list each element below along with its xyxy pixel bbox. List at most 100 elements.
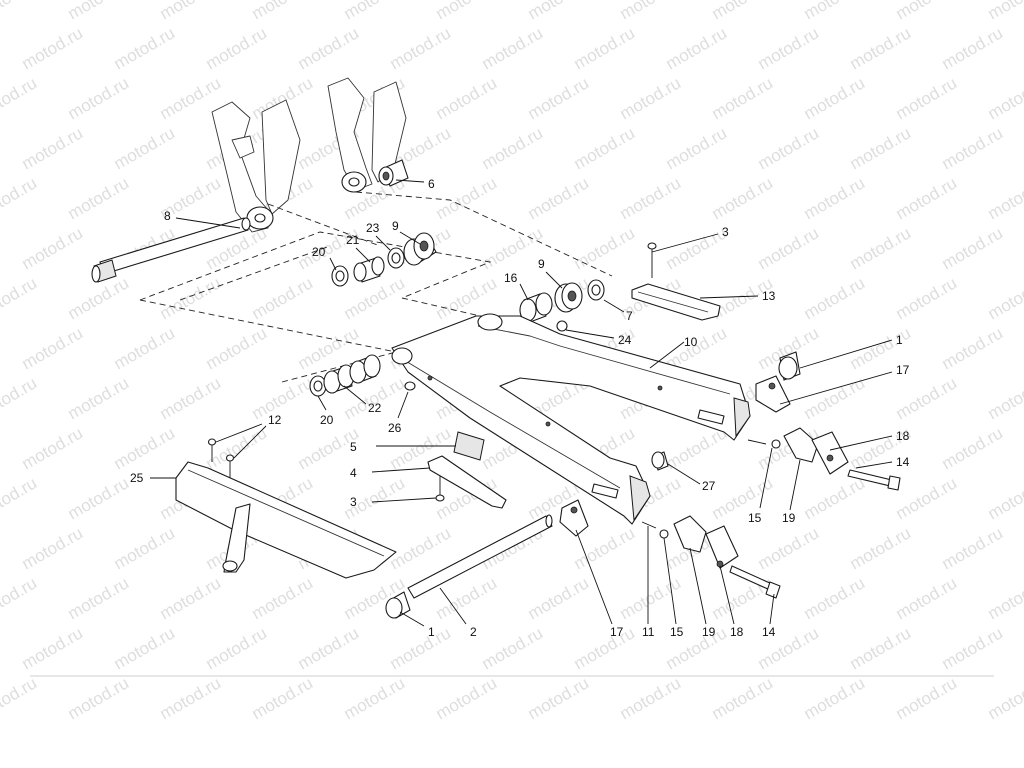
watermark-text: motod.ru xyxy=(341,273,409,323)
frame-bracket-right xyxy=(327,77,407,193)
sleeve-23 xyxy=(387,247,405,269)
watermark-text: motod.ru xyxy=(249,573,317,623)
watermark-text: motod.ru xyxy=(157,0,225,23)
plate-18-lower xyxy=(705,525,739,569)
watermark-text: motod.ru xyxy=(755,523,823,573)
watermark-text: motod.ru xyxy=(985,373,1024,423)
watermark-text: motod.ru xyxy=(0,173,40,223)
watermark-text: motod.ru xyxy=(0,73,40,123)
bracket-17-lower xyxy=(559,499,589,537)
watermark-text: motod.ru xyxy=(157,673,225,723)
watermark-text: motod.ru xyxy=(65,473,133,523)
bolt-14-upper xyxy=(847,469,901,491)
watermark-text: motod.ru xyxy=(893,673,961,723)
assembly-lines xyxy=(139,191,613,383)
watermark-text: motod.ru xyxy=(801,573,869,623)
callout-19-lower: 19 xyxy=(702,625,716,639)
watermark-text: motod.ru xyxy=(249,373,317,423)
watermark-text: motod.ru xyxy=(847,223,915,273)
watermark-text: motod.ru xyxy=(985,473,1024,523)
callout-14-lower: 14 xyxy=(762,625,776,639)
washer-15-lower xyxy=(659,529,669,539)
watermark-text: motod.ru xyxy=(433,73,501,123)
watermark-text: motod.ru xyxy=(157,573,225,623)
bushing-1-upper xyxy=(778,351,801,381)
callout-15-lower: 15 xyxy=(670,625,684,639)
bushing-1-lower xyxy=(385,591,411,619)
watermark-text: motod.ru xyxy=(709,473,777,523)
screws-12 xyxy=(207,438,235,478)
callout-17-lower: 17 xyxy=(610,625,624,639)
seal-7 xyxy=(587,279,605,301)
watermark-text: motod.ru xyxy=(65,573,133,623)
screw-3-lower xyxy=(435,476,445,502)
screw-3-upper xyxy=(647,242,657,278)
callout-12: 12 xyxy=(268,413,282,427)
callout-15-upper: 15 xyxy=(748,511,762,525)
watermark-text: motod.ru xyxy=(19,523,87,573)
watermark-text: motod.ru xyxy=(295,23,363,73)
watermark-text: motod.ru xyxy=(111,423,179,473)
watermark-text: motod.ru xyxy=(663,23,731,73)
watermark-text: motod.ru xyxy=(249,0,317,23)
adjuster-19-lower xyxy=(673,515,707,553)
watermark-text: motod.ru xyxy=(433,173,501,223)
callout-9-right: 9 xyxy=(538,257,545,271)
watermark-text: motod.ru xyxy=(203,323,271,373)
watermark-text: motod.ru xyxy=(65,173,133,223)
bearing-9-right xyxy=(554,282,583,313)
screw-11-lower xyxy=(641,521,657,529)
watermark-text: motod.ru xyxy=(0,273,40,323)
bracket-17-upper xyxy=(755,375,791,413)
watermark-text: motod.ru xyxy=(19,623,87,673)
watermark-text: motod.ru xyxy=(19,323,87,373)
watermark-text: motod.ru xyxy=(65,373,133,423)
callout-20-upper: 20 xyxy=(312,245,326,259)
watermark-text: motod.ru xyxy=(847,123,915,173)
callout-11: 11 xyxy=(642,625,655,639)
watermark-text: motod.ru xyxy=(65,673,133,723)
callout-3-upper: 3 xyxy=(722,225,729,239)
spacer-20-lower xyxy=(309,375,327,397)
watermark-text: motod.ru xyxy=(387,23,455,73)
pivot-shaft xyxy=(91,217,251,283)
spacer-20-upper xyxy=(331,265,349,287)
watermark-text: motod.ru xyxy=(985,273,1024,323)
watermark-text: motod.ru xyxy=(985,573,1024,623)
watermark-text: motod.ru xyxy=(203,623,271,673)
screw-11-upper xyxy=(747,439,767,445)
watermark-text: motod.ru xyxy=(617,673,685,723)
watermark-text: motod.ru xyxy=(801,173,869,223)
watermark-text: motod.ru xyxy=(893,0,961,23)
bearing-9-upper xyxy=(403,232,437,266)
watermark-text: motod.ru xyxy=(0,673,40,723)
watermark-text: motod.ru xyxy=(111,323,179,373)
watermark-text: motod.ru xyxy=(433,0,501,23)
watermark-text: motod.ru xyxy=(893,173,961,223)
watermark-text: motod.ru xyxy=(249,673,317,723)
callout-18-lower: 18 xyxy=(730,625,744,639)
watermark-text: motod.ru xyxy=(663,223,731,273)
bolt-14-lower xyxy=(729,565,781,599)
bearing-22 xyxy=(323,354,381,394)
watermark-text: motod.ru xyxy=(0,0,40,23)
callout-8: 8 xyxy=(164,209,171,223)
plug-24 xyxy=(556,320,568,332)
watermark-text: motod.ru xyxy=(111,23,179,73)
watermark-text: motod.ru xyxy=(479,623,547,673)
callout-27: 27 xyxy=(702,479,716,493)
washer-15-upper xyxy=(771,439,781,449)
callout-9-upper: 9 xyxy=(392,219,399,233)
watermark-text: motod.ru xyxy=(893,73,961,123)
watermark-text: motod.ru xyxy=(893,473,961,523)
bushing-6 xyxy=(378,159,409,187)
watermark-text: motod.ru xyxy=(525,73,593,123)
bushing-21 xyxy=(353,256,385,283)
watermark-text: motod.ru xyxy=(571,623,639,673)
callout-14-upper: 14 xyxy=(896,455,910,469)
watermark-text: motod.ru xyxy=(295,223,363,273)
watermark-text: motod.ru xyxy=(801,273,869,323)
watermark-text: motod.ru xyxy=(755,223,823,273)
watermark-text: motod.ru xyxy=(479,223,547,273)
callout-6: 6 xyxy=(428,177,435,191)
